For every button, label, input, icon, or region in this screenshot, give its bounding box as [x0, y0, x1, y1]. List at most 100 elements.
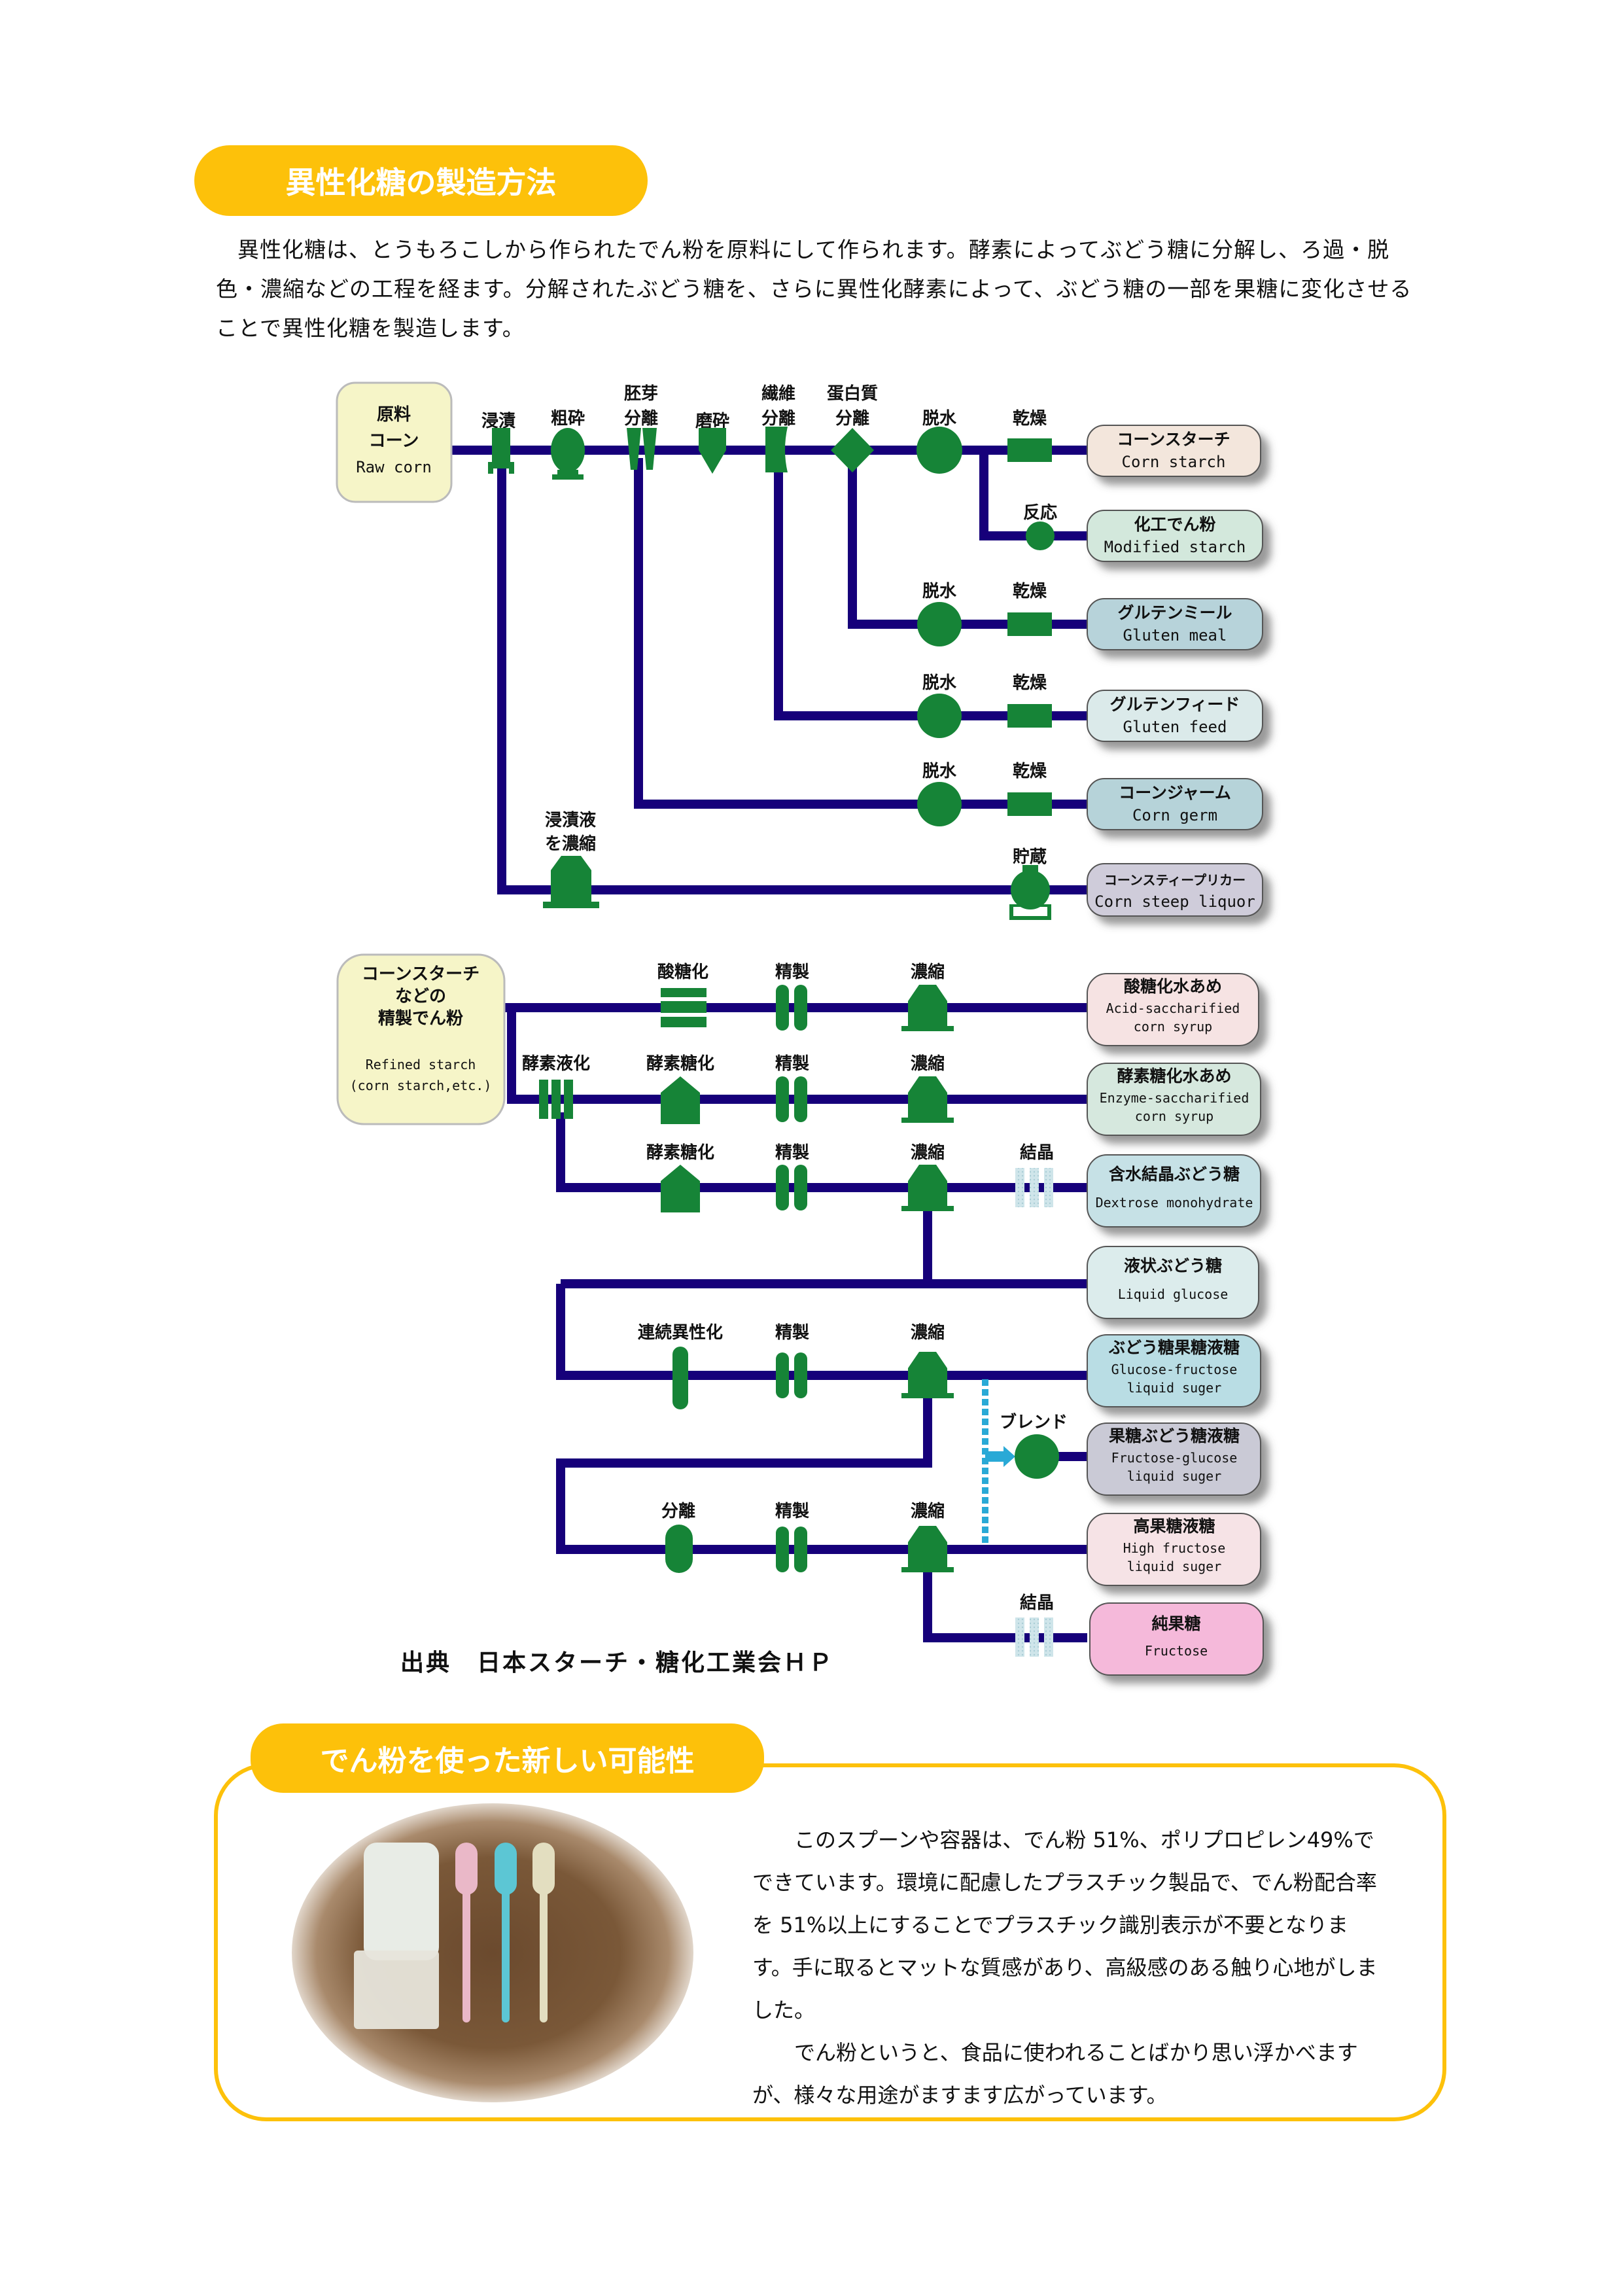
raw-label-jp1: 原料: [377, 405, 411, 425]
product-en: Corn germ: [1132, 806, 1217, 824]
refiner-icon: [776, 1352, 807, 1398]
refined-label-jp1: コーンスターチ: [362, 964, 480, 984]
label-concentrate: 濃縮: [911, 1053, 945, 1074]
product-jp: コーンスターチ: [1117, 430, 1230, 449]
label-liquefy: 酵素液化: [522, 1054, 590, 1074]
product-en1: Fructose-glucose: [1111, 1450, 1238, 1466]
step-labels-bottom: 酸糖化 精製 濃縮 酵素液化 酵素糖化 精製 濃縮 酵素糖化 精製 濃縮 結晶 …: [522, 962, 1068, 1613]
refined-label-en2: (corn starch,etc.): [350, 1078, 492, 1093]
intro-paragraph: 異性化糖は、とうもろこしから作られたでん粉を原料にして作られます。酵素によってぶ…: [216, 230, 1413, 348]
dewater-icon: [917, 782, 962, 826]
section-title-text: でん粉を使った新しい可能性: [320, 1744, 695, 1778]
product-en: Modified starch: [1104, 538, 1246, 556]
label-germ-1: 胚芽: [623, 384, 658, 404]
product-jp: 化工でん粉: [1134, 515, 1215, 534]
product-enzyme-syrup: [1087, 1063, 1261, 1136]
product-en1: Acid-saccharified: [1106, 1000, 1240, 1016]
label-enzyme: 酵素糖化: [646, 1053, 714, 1074]
label-dry-3: 乾燥: [1013, 673, 1047, 693]
label-protein-2: 分離: [835, 408, 869, 429]
label-fiber-1: 繊維: [761, 383, 795, 404]
evaporator-icon: [543, 856, 599, 908]
product-gluten-feed: [1087, 690, 1263, 742]
products-top: コーンスターチ Corn starch 化工でん粉 Modified starc…: [1087, 425, 1263, 917]
blender-icon: [1015, 1434, 1059, 1479]
product-jp: グルテンフィード: [1110, 695, 1240, 714]
section-title-new-possibilities: でん粉を使った新しい可能性: [251, 1723, 764, 1793]
label-steep-liquor-1: 浸漬液: [545, 811, 596, 830]
label-dewater-2: 脱水: [922, 582, 957, 601]
product-en2: corn syrup: [1134, 1019, 1212, 1034]
label-separate: 分離: [661, 1501, 695, 1521]
label-dewater-4: 脱水: [922, 762, 957, 781]
label-dewater-1: 脱水: [922, 409, 957, 429]
reactor-icon: [1026, 521, 1055, 550]
liquefier-icon: [539, 1080, 573, 1119]
product-en1: Glucose-fructose: [1111, 1362, 1238, 1377]
label-germ-2: 分離: [624, 408, 658, 429]
dryer-icon: [1007, 704, 1052, 728]
product-en2: liquid suger: [1127, 1380, 1222, 1396]
label-store: 貯蔵: [1013, 847, 1047, 867]
product-acid-syrup: [1087, 973, 1259, 1046]
raw-label-jp2: コーン: [369, 431, 419, 451]
label-crystal: 結晶: [1020, 1593, 1054, 1613]
label-isomerize: 連続異性化: [638, 1322, 723, 1343]
paragraph-1: このスプーンや容器は、でん粉 51%、ポリプロピレン49%でできています。環境に…: [752, 1828, 1378, 2022]
product-corn-steep-liquor: [1087, 863, 1263, 917]
container-image: [364, 1843, 439, 1960]
product-jp: 液状ぶどう糖: [1124, 1256, 1222, 1275]
product-jp: コーンスティープリカー: [1104, 872, 1246, 888]
product-jp: ぶどう糖果糖液糖: [1108, 1338, 1240, 1357]
process-flow-diagram: 原料 コーン Raw corn 浸漬 粗砕 胚芽 分離 磨砕 繊維 分離 蛋白質…: [336, 381, 1264, 1676]
product-gluten-meal: [1087, 598, 1263, 650]
product-en2: liquid suger: [1127, 1559, 1222, 1574]
label-concentrate: 濃縮: [911, 1501, 945, 1521]
refined-label-jp2: などの: [395, 987, 446, 1006]
isomerizer-icon: [672, 1347, 688, 1409]
separator-icon: [665, 1525, 693, 1573]
label-refine: 精製: [775, 1054, 809, 1074]
protein-separator-icon: [831, 428, 874, 472]
label-concentrate: 濃縮: [911, 1142, 945, 1163]
crystallizer-icon: [1015, 1617, 1053, 1657]
product-en1: Fructose: [1145, 1643, 1208, 1659]
label-refine: 精製: [775, 1323, 809, 1343]
dryer-icon: [1007, 612, 1052, 636]
product-corn-germ: [1087, 778, 1263, 830]
pellet-bag-image: [354, 1951, 439, 2029]
source-citation: 出典 日本スターチ・糖化工業会ＨＰ: [400, 1650, 835, 1676]
new-possibilities-panel: [214, 1763, 1446, 2121]
new-possibilities-text: このスプーンや容器は、でん粉 51%、ポリプロピレン49%でできています。環境に…: [752, 1819, 1380, 2117]
product-en2: corn syrup: [1135, 1108, 1213, 1124]
label-concentrate: 濃縮: [911, 1322, 945, 1343]
product-en: Gluten meal: [1123, 626, 1227, 645]
concentrator-icon: [901, 1352, 954, 1398]
dewater-icon: [917, 602, 962, 646]
germ-separator-icon: [627, 428, 657, 470]
concentrator-icon: [901, 1076, 954, 1123]
product-jp: グルテンミール: [1117, 603, 1232, 622]
refiner-icon: [776, 985, 807, 1031]
concentrator-icon: [901, 985, 954, 1031]
product-glucose-fructose: [1087, 1334, 1261, 1407]
label-coarse: 粗砕: [551, 409, 585, 429]
concentrator-icon: [901, 1526, 954, 1572]
intro-text: 異性化糖は、とうもろこしから作られたでん粉を原料にして作られます。酵素によってぶ…: [216, 237, 1412, 341]
pink-spoon-handle: [462, 1872, 470, 2022]
refiner-icon: [776, 1076, 807, 1122]
dryer-icon: [1007, 438, 1052, 462]
cream-spoon-handle: [540, 1872, 548, 2022]
section-title-text: 異性化糖の製造方法: [285, 165, 557, 200]
products-bottom: 酸糖化水あめ Acid-saccharified corn syrup 酵素糖化…: [1087, 973, 1264, 1676]
mill-icon: [699, 428, 726, 474]
label-crystal: 結晶: [1020, 1142, 1054, 1163]
label-dewater-3: 脱水: [922, 673, 957, 693]
crystallizer-icon: [1015, 1168, 1053, 1207]
concentrator-icon: [901, 1165, 954, 1211]
fiber-separator-icon: [765, 427, 788, 472]
acid-saccharifier-icon: [661, 988, 707, 1027]
label-fiber-2: 分離: [761, 408, 795, 429]
label-dry-1: 乾燥: [1013, 409, 1047, 429]
product-jp: コーンジャーム: [1119, 783, 1231, 802]
